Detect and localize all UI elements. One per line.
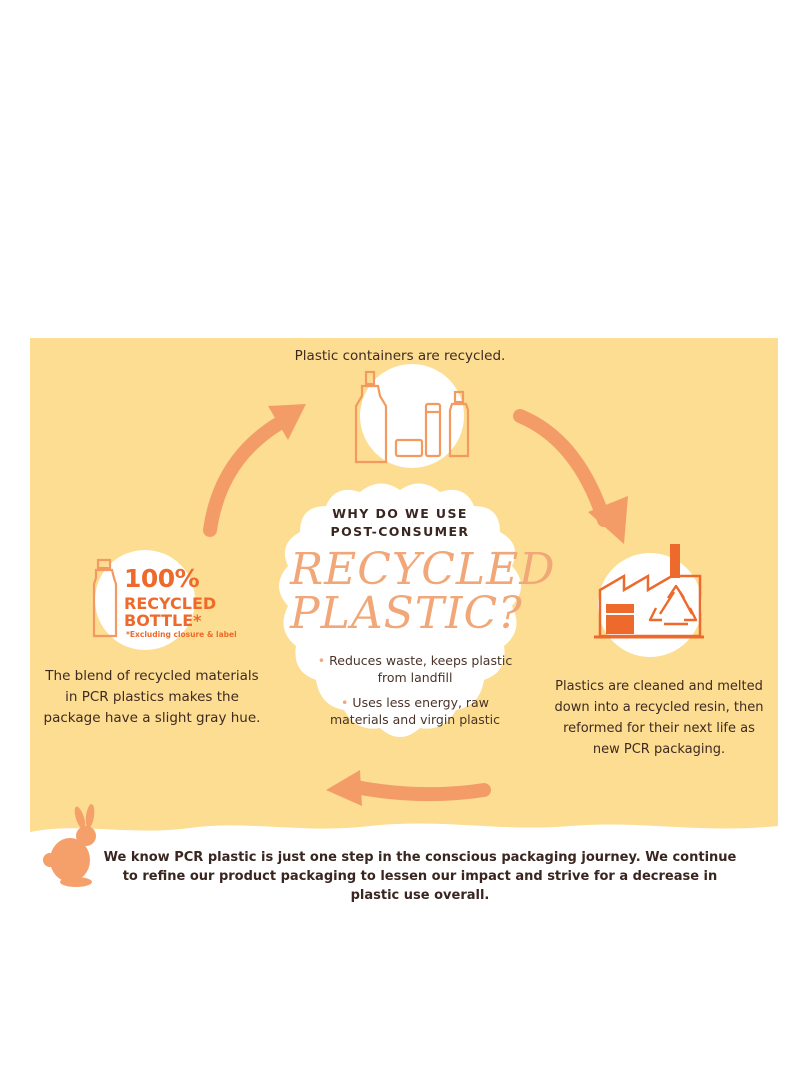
bottle-badge-circle — [95, 550, 195, 650]
benefit-item: •Reduces waste, keeps plastic from landf… — [317, 653, 513, 685]
bullet-dot-icon: • — [317, 653, 326, 668]
footer-wave — [30, 823, 778, 918]
center-title: RECYCLED PLASTIC? — [290, 548, 554, 636]
badge-note: *Excluding closure & label — [126, 630, 237, 639]
benefit-item: •Uses less energy, raw materials and vir… — [329, 695, 501, 727]
center-heading: WHY DO WE USE POST-CONSUMER — [300, 505, 500, 541]
step-collect-text: Plastic containers are recycled. — [294, 348, 506, 364]
bottles-circle — [360, 364, 464, 468]
arrow-heads — [268, 404, 628, 806]
cycle-arrow-icon — [203, 409, 611, 802]
badge-percent: 100% — [124, 564, 200, 593]
bullet-dot-icon: • — [341, 695, 349, 710]
rabbit-icon — [43, 804, 96, 887]
bottles-icon — [354, 370, 470, 464]
center-heading-line2: POST-CONSUMER — [330, 524, 470, 539]
center-title-line2: PLASTIC? — [290, 588, 523, 639]
center-title-line1: RECYCLED — [290, 544, 556, 595]
benefit-list: •Reduces waste, keeps plastic from landf… — [310, 652, 520, 736]
badge-line2: BOTTLE* — [124, 611, 202, 630]
recycle-icon — [648, 584, 698, 626]
factory-icon — [594, 544, 704, 639]
footer-text: We know PCR plastic is just one step in … — [103, 850, 737, 903]
center-heading-line1: WHY DO WE USE — [332, 506, 468, 521]
step-result-text: The blend of recycled materials in PCR p… — [43, 668, 261, 726]
badge-line1: RECYCLED — [124, 594, 217, 613]
bottle-icon — [92, 558, 118, 638]
center-scallop-badge — [279, 483, 521, 737]
step-process-text: Plastics are cleaned and melted down int… — [554, 679, 764, 757]
